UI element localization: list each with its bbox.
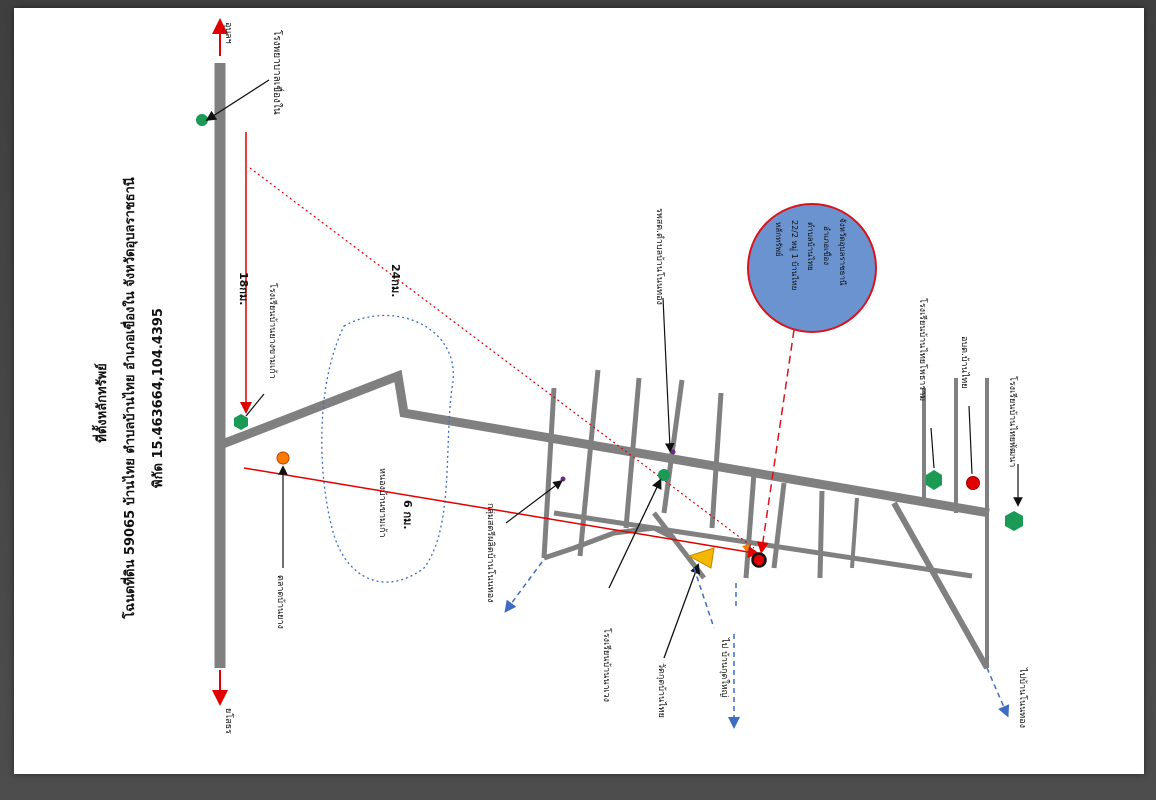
bubble-line-5: จังหวัดอุบลราชธานี (838, 218, 847, 286)
ban-nong-school-label: โรงเรียนบ้านนาเวง (601, 628, 612, 702)
lake-label: หนองบ้านขามเก้า (377, 468, 388, 538)
road-network (218, 369, 990, 670)
blue-dashed-arrow-1 (504, 561, 543, 613)
temple-label: วัดกุดบ้านไทย (656, 663, 667, 718)
bubble-line-1: หลักทรัพย์ (774, 222, 784, 257)
distance-6-line (243, 467, 760, 558)
document-page: ที่ตั้งหลักทรัพย์ โฉนดที่ดิน 59065 บ้านไ… (14, 8, 1144, 774)
bubble-line-2: 22/2 หมู่ 1 บ้านไทย (789, 220, 799, 290)
direction-north-label: อุบลฯ (223, 22, 233, 44)
hospital-label: โรงพยาบาลเขื่องใน (271, 30, 285, 115)
obt-marker (966, 476, 980, 490)
hospital-marker (196, 114, 208, 126)
title-line-2: โฉนดที่ดิน 59065 บ้านไทย ตำบลบ้านไทย อำเ… (120, 177, 138, 619)
location-map: ที่ตั้งหลักทรัพย์ โฉนดที่ดิน 59065 บ้านไ… (91, 18, 1028, 734)
blue-dashed-arrow-2 (693, 567, 715, 629)
title-block: ที่ตั้งหลักทรัพย์ โฉนดที่ดิน 59065 บ้านไ… (91, 177, 166, 619)
rphs-label: รพสต.ตำบลบ้านโนนทอง (654, 208, 665, 305)
distance-18-label: 18กม. (237, 272, 250, 305)
market-label: ตลาดบ้านยาง (275, 575, 286, 629)
market-marker (276, 451, 290, 465)
ban-thai-phatharam-label: โรงเรียนบ้านไทยพัฒนา (1007, 376, 1018, 467)
property-pin-flag (742, 544, 750, 552)
distance-24-line (249, 167, 755, 549)
property-marker[interactable] (751, 552, 767, 568)
ban-yang-school-label: โรงเรียนบ้านยางขามเก้า (267, 283, 278, 379)
distance-24-label: 24กม. (389, 264, 402, 297)
ban-thai-school-label: โรงเรียนบ้านไทยโพธาราม (917, 298, 928, 401)
ban-thai-phatharam-marker (1005, 511, 1023, 531)
to-ban-tha-thong-label: ไปบ้านโนนทอง (1017, 667, 1028, 728)
distance-6-label: 6 กม. (401, 500, 414, 530)
blue-dashed-arrow-5 (986, 667, 1010, 718)
lake-outline (321, 314, 455, 583)
bubble-line-4: อำเภอเขื่อง (822, 226, 833, 265)
rphs-marker (670, 449, 676, 455)
title-line-3: พิกัด 15.463664,104.4395 (151, 308, 166, 488)
property-bubble[interactable] (747, 203, 877, 554)
to-ban-phu-yai-label: ไป บ้านกุดใหญ่ (719, 637, 730, 698)
title-line-1: ที่ตั้งหลักทรัพย์ (91, 363, 110, 443)
bubble-line-3: ตำบลบ้านไทย (806, 222, 815, 271)
ban-nong-school-marker (658, 469, 670, 481)
ban-yang-school-marker (234, 414, 248, 430)
housewife-group-label: กลุ่มสตรีผลิตบ้านโนนทอง (485, 503, 496, 603)
temple-marker (687, 547, 715, 569)
housewife-group-marker (560, 476, 566, 482)
obt-label: อบต.บ้านไทย (959, 336, 970, 388)
ban-thai-school-marker (926, 470, 942, 490)
direction-south-label: ยโสธร (223, 708, 234, 734)
